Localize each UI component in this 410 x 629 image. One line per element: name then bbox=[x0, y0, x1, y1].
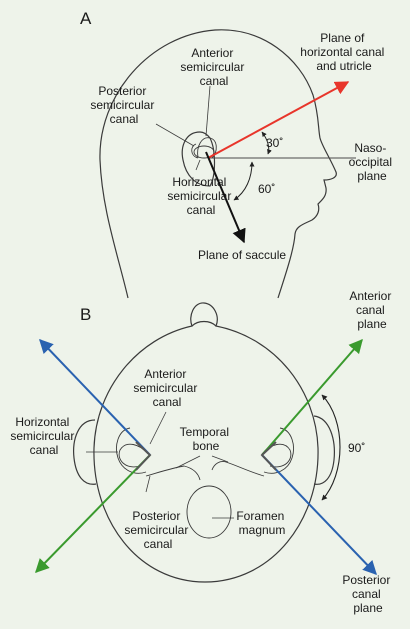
leader-temporal-right bbox=[211, 455, 229, 463]
posterior-canal-loop bbox=[191, 143, 199, 159]
head-top-outline bbox=[93, 302, 319, 583]
label-temporal-bone: Temporal bone bbox=[180, 425, 233, 453]
label-foramen-magnum: Foramen magnum bbox=[236, 509, 287, 537]
right-posterior-axis-blue bbox=[261, 454, 377, 576]
nose-outline bbox=[191, 320, 217, 327]
label-posterior-canal-b: Posterior semicircular canal bbox=[124, 509, 191, 551]
left-posterior-axis-green bbox=[35, 454, 151, 574]
left-ear-outline bbox=[73, 419, 97, 485]
left-bony-labyrinth bbox=[135, 441, 152, 471]
horizontal-canal-loop bbox=[193, 145, 215, 159]
right-temporal-bone bbox=[211, 461, 265, 477]
panel-a-label: A bbox=[80, 9, 92, 28]
anterior-canal-loop bbox=[197, 137, 217, 159]
label-posterior-canal-plane: Posterior canal plane bbox=[342, 573, 393, 615]
saccule-plane-arrow bbox=[205, 151, 246, 244]
leader-horizontal-a bbox=[195, 159, 201, 171]
leader-posterior-b bbox=[145, 475, 151, 493]
ear-outline bbox=[181, 131, 216, 187]
label-horizontal-canal-b: Horizontal semicircular canal bbox=[10, 415, 77, 457]
label-horizontal-canal-a: Horizontal semicircular canal bbox=[167, 175, 234, 217]
head-profile-outline bbox=[99, 29, 337, 299]
horizontal-canal-plane-arrow bbox=[207, 81, 350, 159]
right-canal-outer bbox=[263, 427, 294, 474]
label-plane-saccule: Plane of saccule bbox=[198, 248, 286, 262]
leader-anterior-a bbox=[205, 85, 211, 137]
right-horizontal-canal bbox=[261, 443, 292, 468]
foramen-magnum-outline bbox=[186, 485, 232, 539]
left-canal-outer bbox=[116, 427, 147, 474]
leader-temporal-left bbox=[175, 455, 201, 469]
label-naso-occipital: Naso- occipital plane bbox=[349, 141, 396, 183]
angle-arc-90 bbox=[321, 394, 341, 501]
right-bony-labyrinth bbox=[260, 441, 277, 471]
label-angle-90: 90˚ bbox=[348, 441, 365, 455]
left-temporal-bone bbox=[145, 465, 201, 481]
leader-posterior-a bbox=[155, 123, 195, 147]
label-plane-horizontal-utricle: Plane of horizontal canal and utricle bbox=[300, 31, 387, 73]
label-angle-60: 60˚ bbox=[258, 182, 275, 196]
label-posterior-canal-a: Posterior semicircular canal bbox=[90, 84, 157, 126]
label-anterior-canal-b: Anterior semicircular canal bbox=[133, 367, 200, 409]
right-anterior-axis-green bbox=[261, 338, 363, 456]
angle-arc-30 bbox=[261, 131, 272, 155]
label-anterior-canal-a: Anterior semicircular canal bbox=[180, 46, 247, 88]
left-anterior-axis-blue bbox=[39, 338, 151, 456]
leader-anterior-b bbox=[149, 411, 167, 445]
angle-arc-60 bbox=[233, 161, 255, 201]
panel-b-label: B bbox=[80, 305, 91, 324]
left-horizontal-canal bbox=[118, 443, 149, 468]
label-angle-30: 30˚ bbox=[266, 136, 283, 150]
label-anterior-canal-plane: Anterior canal plane bbox=[349, 289, 394, 331]
